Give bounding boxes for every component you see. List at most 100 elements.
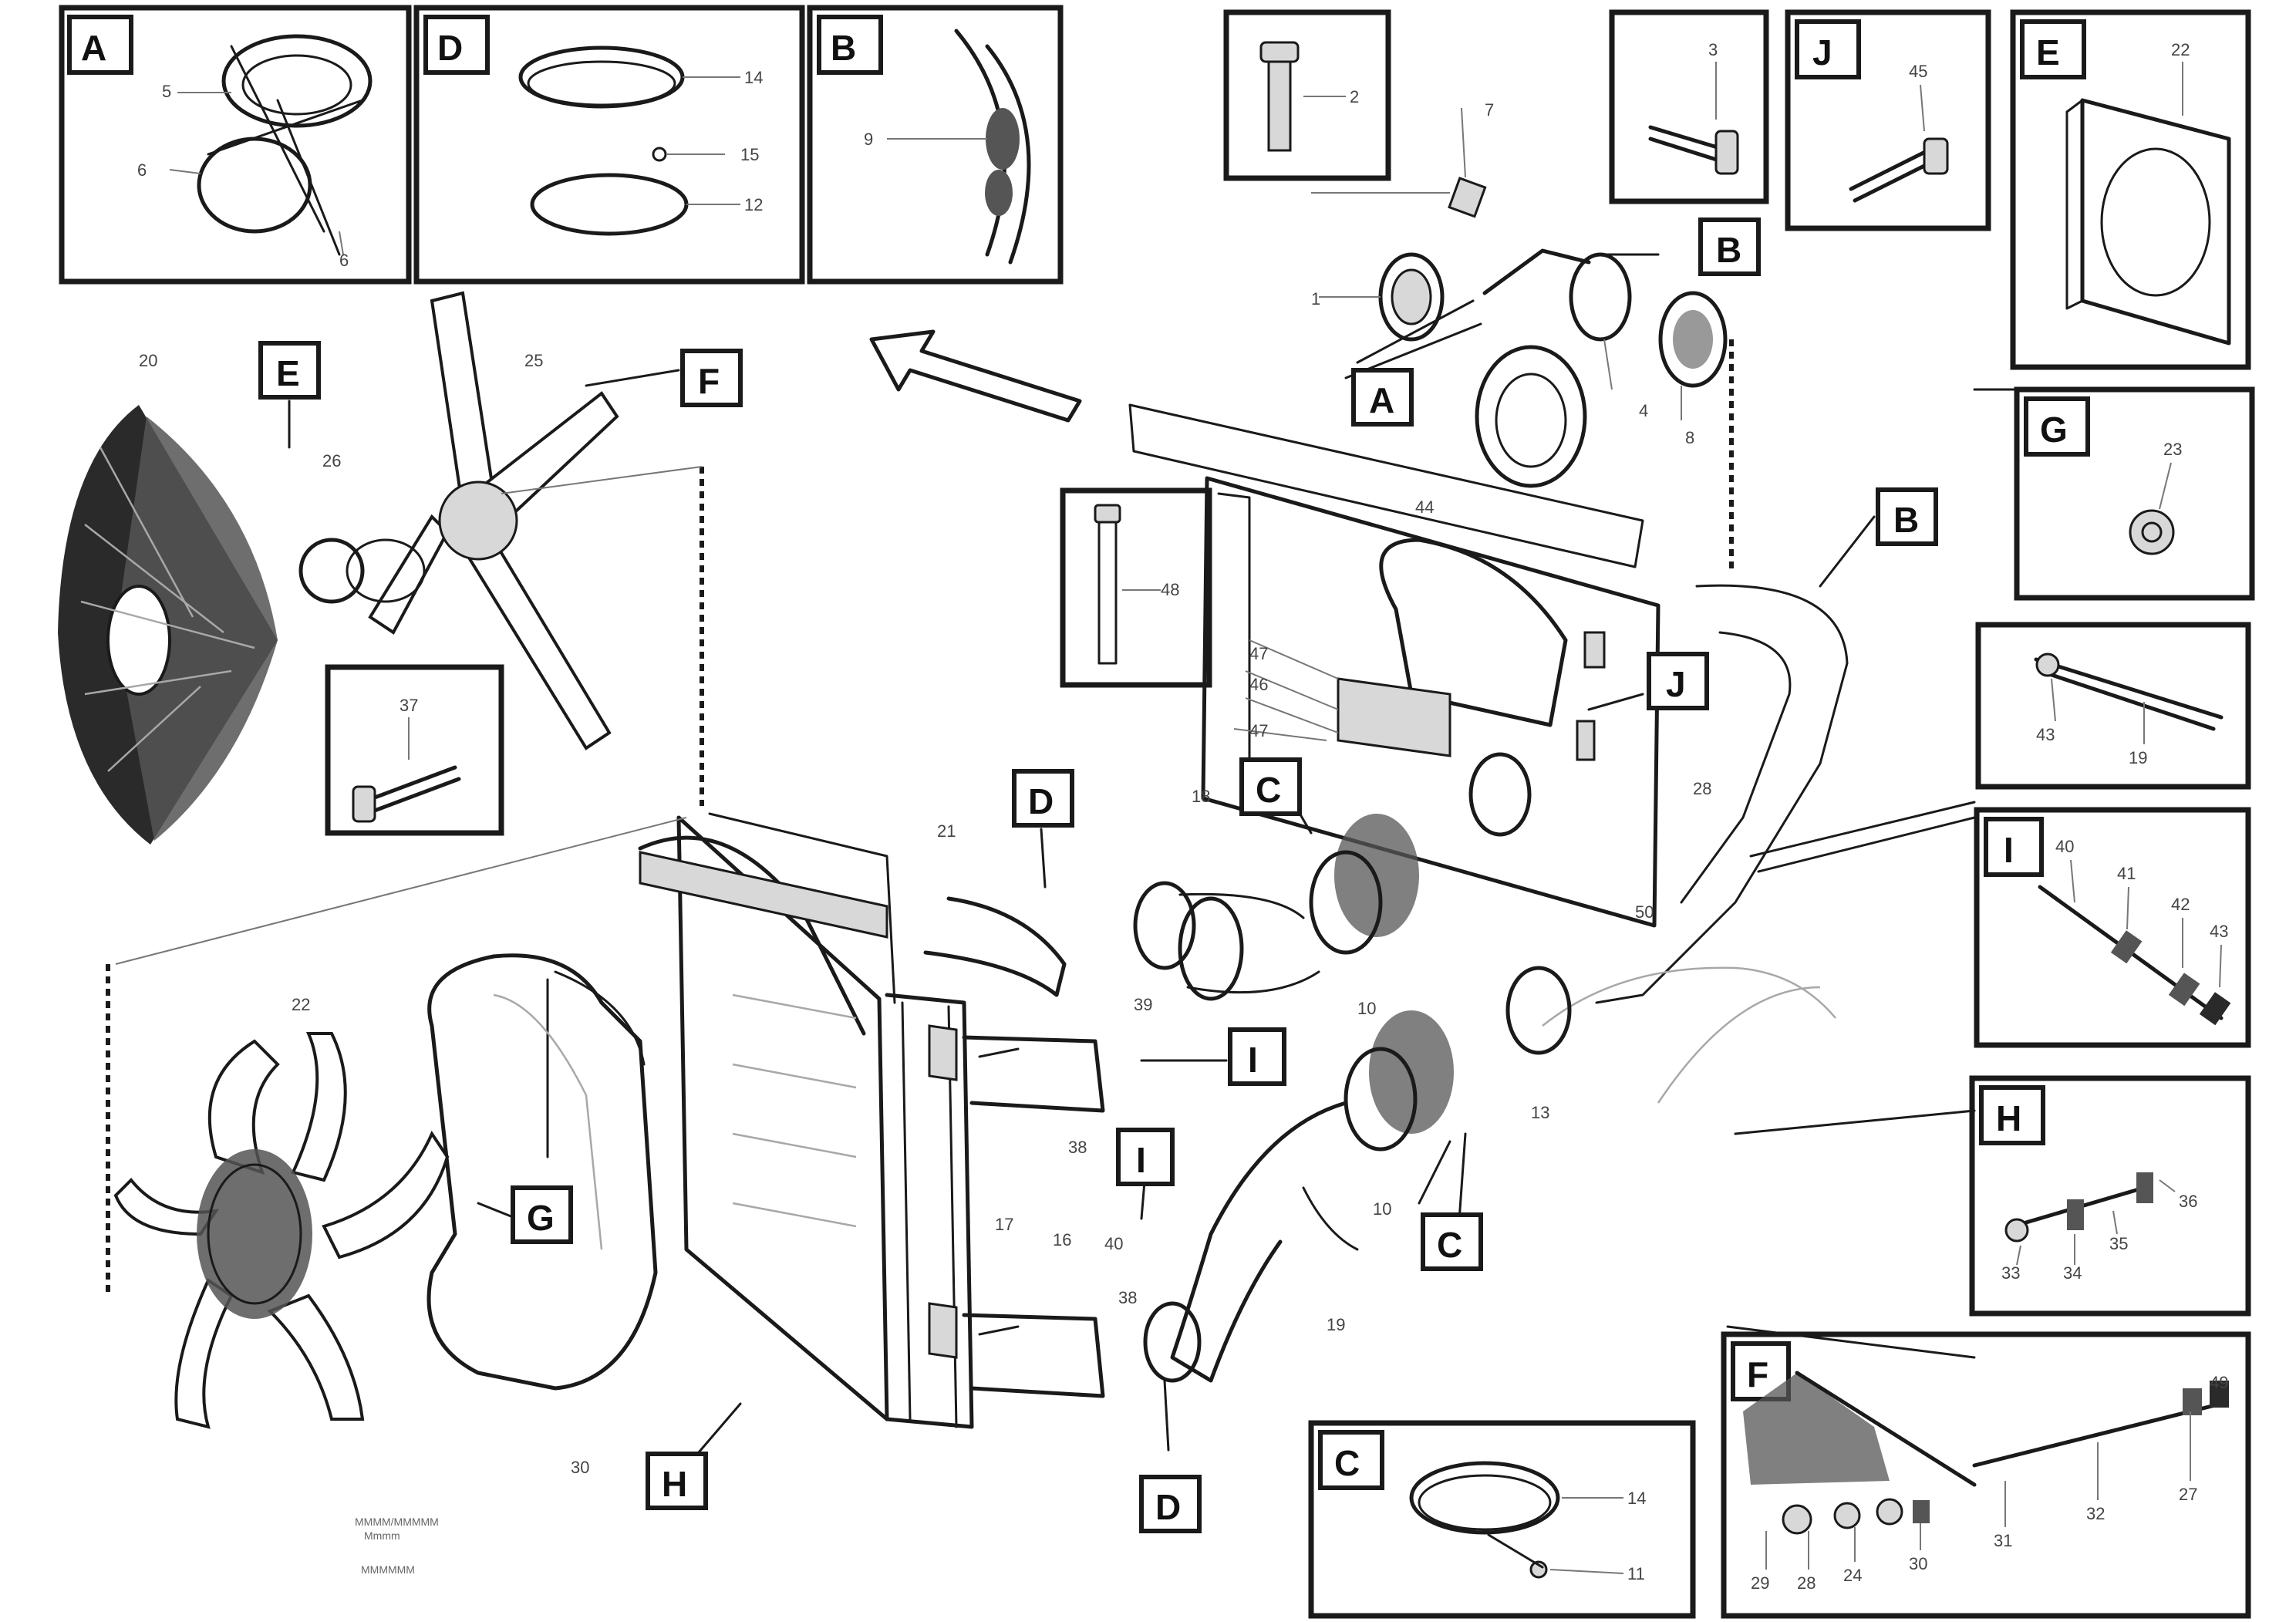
part-number: 36	[2179, 1192, 2197, 1211]
part-number: 31	[1994, 1531, 2012, 1550]
callout-i-letter: I	[1136, 1140, 1146, 1180]
part-number: 30	[571, 1458, 589, 1477]
part-number: 14	[1627, 1489, 1646, 1508]
turbo-connection-assembly	[1311, 107, 1734, 571]
part-number: 32	[2086, 1504, 2105, 1523]
detail-box-f: F 29 28 24 30 31 32 27 49	[1721, 1331, 2251, 1619]
part-numbers: 20 25 26 7 1 4 8 44 47 46 47 18 21 10 13…	[139, 100, 1711, 1477]
detail-box-bolt: 3	[1609, 9, 1769, 204]
part-number: 8	[1685, 428, 1694, 447]
callout-g: G	[511, 1185, 573, 1244]
detail-box-a: A 5 6 6	[59, 5, 412, 285]
part-number: 18	[1192, 787, 1210, 806]
detail-box-c: C 14 11	[1308, 1420, 1696, 1619]
part-number: 28	[1693, 779, 1711, 798]
part-number: 38	[1068, 1138, 1087, 1157]
part-number: 47	[1249, 644, 1268, 663]
charge-air-cooler	[1128, 403, 1849, 1104]
callout-b-letter: B	[1716, 230, 1741, 270]
part-number: 16	[1053, 1230, 1071, 1249]
callout-j: J	[1647, 652, 1709, 710]
hoses-and-clamps	[923, 752, 1572, 1383]
part-number: 43	[2210, 922, 2228, 941]
part-number: 10	[1357, 999, 1376, 1018]
detail-box-i: I 40 41 42 43	[1974, 807, 2251, 1048]
detail-box-g: G 23	[2014, 386, 2255, 601]
detail-box-h: H 33 34 35 36	[1969, 1075, 2251, 1317]
part-number: 29	[1751, 1573, 1769, 1593]
part-number: 28	[1797, 1573, 1816, 1593]
callout-a: A	[1351, 368, 1414, 427]
part-number: 37	[400, 696, 418, 715]
part-number: 5	[162, 82, 171, 101]
callout-d-top: D	[1012, 769, 1074, 828]
part-number: 45	[1909, 62, 1927, 81]
part-number: 40	[2055, 837, 2074, 856]
detail-box-j: J 45	[1785, 9, 1991, 231]
callout-d-letter: D	[1028, 781, 1054, 821]
callout-i-letter: I	[1248, 1040, 1258, 1080]
detail-box-d: D 14 15 12	[413, 5, 805, 285]
part-number: 6	[339, 251, 349, 270]
radiator-core	[106, 812, 1105, 1429]
part-number: 26	[322, 451, 341, 470]
callout-c-letter: C	[1256, 770, 1281, 810]
part-number: 42	[2171, 895, 2190, 914]
part-number: 49	[2210, 1373, 2228, 1392]
fan-shroud	[426, 953, 658, 1391]
part-number: 39	[1134, 995, 1152, 1014]
drawing-reference: MMMM/MMMMM Mmmm MMMMMM	[355, 1516, 439, 1576]
footer-line-2: Mmmm	[364, 1529, 400, 1542]
callout-h: H	[646, 1452, 708, 1510]
part-number: 24	[1843, 1566, 1862, 1585]
part-number: 44	[1415, 497, 1434, 517]
detail-box-h-letter: H	[1996, 1098, 2021, 1138]
fan-blade-upper	[298, 291, 704, 806]
part-number: 22	[2171, 40, 2190, 59]
callout-d-letter: D	[1155, 1487, 1181, 1527]
callout-c-letter: C	[1437, 1225, 1462, 1265]
callout-b-letter: B	[1893, 500, 1919, 540]
detail-box-bracket: 43 19	[1975, 622, 2251, 790]
direction-arrow	[869, 329, 1082, 423]
detail-box-b: B 9	[807, 5, 1064, 285]
detail-box-j-letter: J	[1812, 32, 1832, 73]
callout-j-letter: J	[1666, 664, 1686, 704]
detail-box-c-letter: C	[1334, 1443, 1360, 1483]
callout-a-letter: A	[1369, 380, 1394, 420]
part-number: 47	[1249, 721, 1268, 740]
fan-lower	[113, 1032, 450, 1429]
part-number: 4	[1639, 401, 1648, 420]
part-number: 50	[1635, 902, 1654, 922]
callout-b-top: B	[1698, 218, 1761, 276]
part-number: 10	[1373, 1199, 1391, 1219]
callout-c-top: C	[1239, 757, 1302, 816]
callout-i-right: I	[1228, 1027, 1286, 1086]
part-number: 27	[2179, 1485, 2197, 1504]
part-number: 12	[744, 195, 763, 214]
part-number: 43	[2036, 725, 2055, 744]
part-number: 13	[1531, 1103, 1549, 1122]
detail-box-screw: 2	[1223, 9, 1391, 181]
detail-box-g-letter: G	[2040, 410, 2068, 450]
footer-line-3: MMMMMM	[361, 1563, 415, 1576]
part-number: 30	[1909, 1554, 1927, 1573]
part-number: 20	[139, 351, 157, 370]
part-number: 9	[864, 130, 873, 149]
detail-box-f-letter: F	[1747, 1354, 1768, 1394]
part-number: 23	[2163, 440, 2182, 459]
detail-box-i-letter: I	[2004, 830, 2014, 870]
detail-box-bolt-37: 37	[325, 664, 504, 836]
footer-line-1: MMMM/MMMMM	[355, 1516, 439, 1528]
part-number: 3	[1708, 40, 1718, 59]
detail-box-b-letter: B	[831, 28, 856, 68]
part-number: 6	[137, 160, 147, 180]
detail-box-e: E 22	[2010, 9, 2251, 370]
callout-d-lower: D	[1139, 1475, 1202, 1533]
part-number: 34	[2063, 1263, 2082, 1283]
part-number: 41	[2117, 864, 2136, 883]
callout-e-letter: E	[276, 353, 300, 393]
callout-e: E	[258, 341, 321, 400]
part-number: 48	[1161, 580, 1179, 599]
